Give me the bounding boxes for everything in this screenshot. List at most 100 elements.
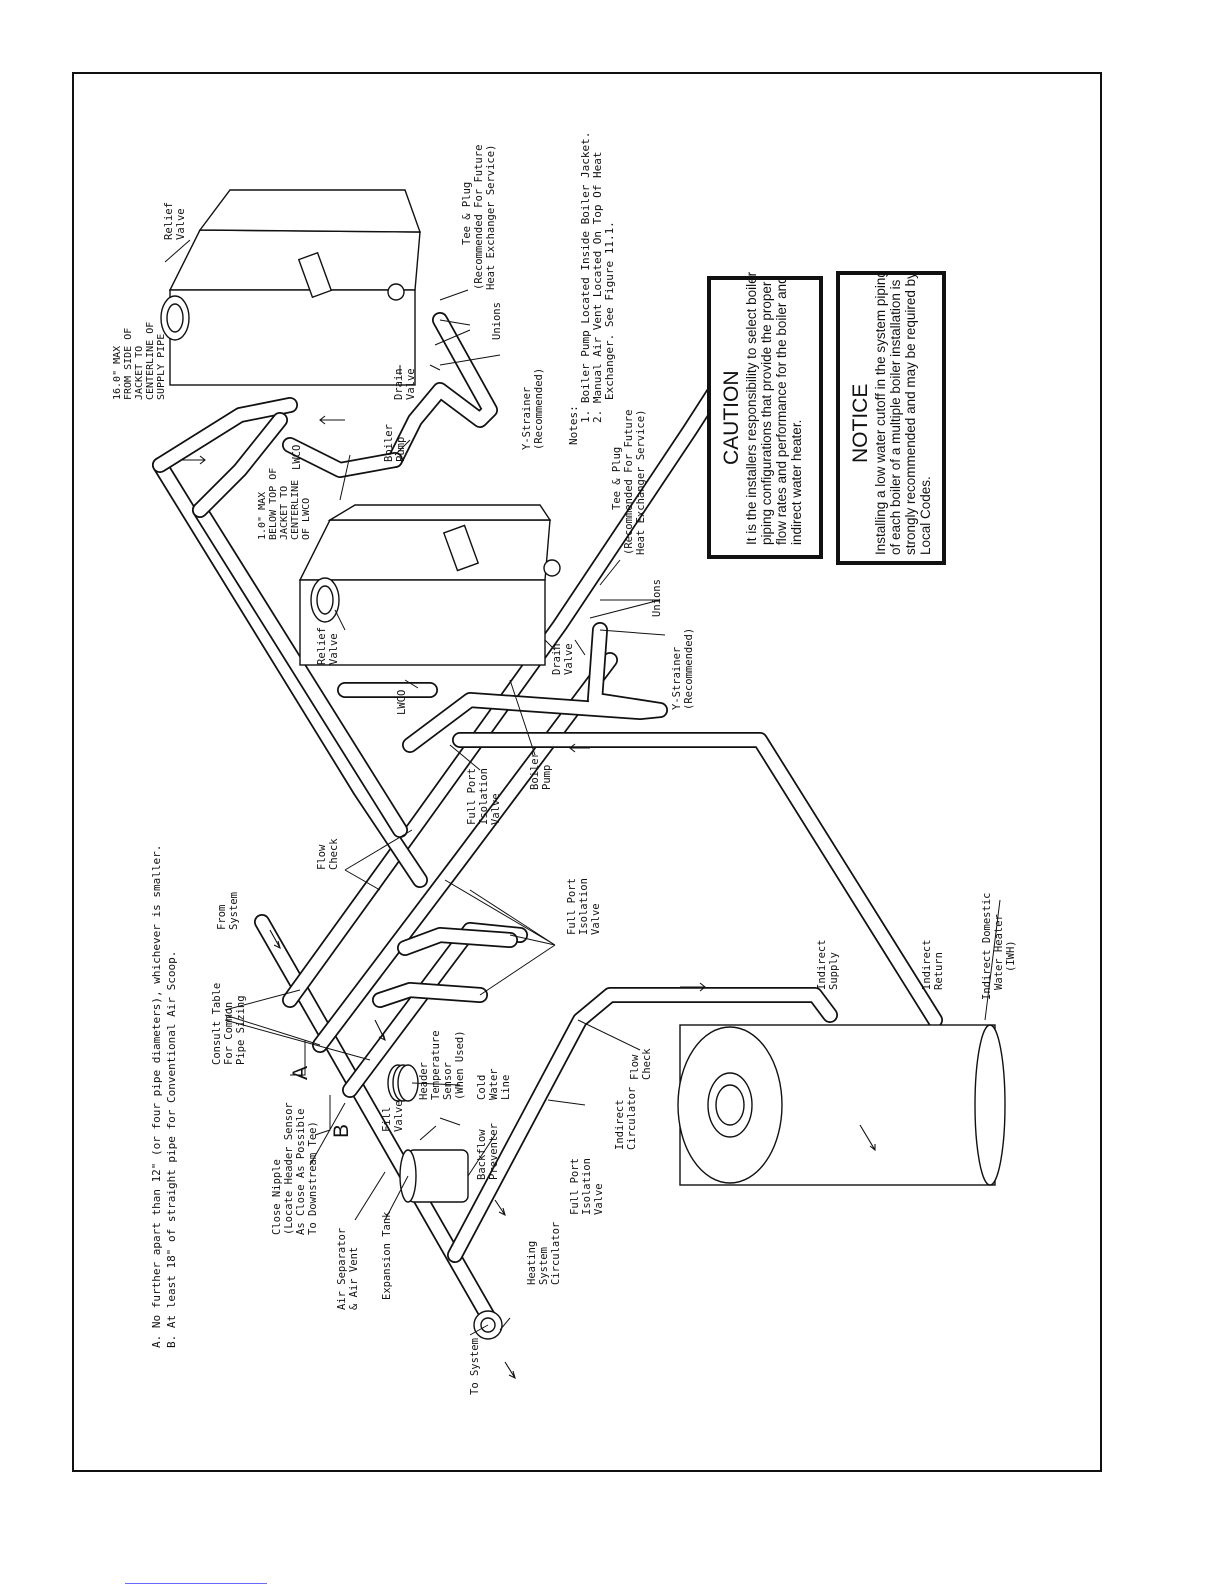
line: Valve — [490, 793, 502, 825]
line: Full Port — [566, 878, 578, 935]
line: To Downstream Tee) — [307, 1121, 319, 1235]
line: Check — [641, 1048, 653, 1080]
notice-line-2: of each boiler of a multiple boiler inst… — [888, 279, 903, 555]
note-1: 1. Boiler Pump Located Inside Boiler Jac… — [579, 132, 592, 423]
line: Air Separator — [336, 1228, 348, 1310]
expansion-tank — [399, 1149, 469, 1203]
lwco-1-label: LWCO — [291, 445, 303, 470]
line: Indirect — [816, 939, 828, 990]
notice-box: NOTICE Installing a low water cutoff in … — [836, 270, 946, 565]
line: CENTERLINE — [290, 480, 301, 540]
line: Isolation — [581, 1158, 593, 1215]
line: Supply — [828, 952, 840, 990]
to-system-label: To System — [469, 1338, 481, 1395]
label-full-port-isolation-2: Full Port Isolation Valve — [566, 878, 602, 935]
line: Circulator — [626, 1087, 638, 1150]
line: Water Heater — [993, 914, 1005, 990]
label-header-temp-sensor: Header Temperature Sensor (When Used) — [418, 1030, 466, 1100]
label-full-port-isolation-1: Full Port Isolation Valve — [466, 768, 502, 825]
label-iwh: Indirect Domestic Water Heater (IWH) — [981, 893, 1017, 1000]
line: Isolation — [478, 768, 490, 825]
line: Boiler — [529, 752, 541, 790]
line: Valve — [563, 643, 575, 675]
label-cold-water-line: Cold Water Line — [476, 1068, 512, 1100]
line: & Air Vent — [348, 1247, 360, 1310]
line: Valve — [590, 903, 602, 935]
label-fill-valve: Fill Valve — [381, 1100, 405, 1132]
label-drain-valve-2: Drain Valve — [551, 643, 575, 675]
label-dim-1-0: 1.0" MAX BELOW TOP OF JACKET TO CENTERLI… — [257, 468, 312, 540]
line: Drain — [393, 368, 405, 400]
line: Pipe Sizing — [235, 995, 247, 1065]
unions-2-label: Unions — [651, 579, 663, 617]
notice-line-3: strongly recommended and may be required… — [903, 272, 918, 555]
line: Indirect Domestic — [981, 893, 993, 1000]
line: BELOW TOP OF — [268, 468, 279, 540]
dim-a: A — [289, 1066, 312, 1080]
line: Drain — [551, 643, 563, 675]
header-temperature-sensor — [387, 1064, 419, 1102]
label-flow-check-2: Flow Check — [629, 1048, 653, 1080]
line: (Recommended For Future — [623, 410, 635, 555]
dim-b: B — [330, 1124, 353, 1138]
line: Cold — [476, 1075, 488, 1100]
notice-line-4: Local Codes. — [918, 476, 933, 555]
footer-link-underline — [125, 1583, 267, 1584]
line: (Recommended For Future — [473, 145, 485, 290]
label-expansion-tank: Expansion Tank — [381, 1211, 393, 1300]
label-indirect-circulator: Indirect Circulator — [614, 1087, 638, 1150]
line: JACKET TO — [279, 486, 290, 540]
line: Valve — [405, 368, 417, 400]
line: Heat Exchanger Service) — [485, 145, 497, 290]
label-from-system: From System — [216, 892, 240, 930]
line: Y-Strainer — [521, 387, 533, 450]
line: (Locate Header Sensor — [283, 1102, 295, 1235]
line: Water — [488, 1068, 500, 1100]
line: Valve — [593, 1183, 605, 1215]
line: CENTERLINE OF — [145, 322, 156, 400]
line: Full Port — [466, 768, 478, 825]
label-to-system: To System — [469, 1338, 481, 1395]
line: (Recommended) — [533, 368, 545, 450]
label-backflow-preventer: Backflow Preventer — [476, 1123, 500, 1180]
note-b: B. At least 18" of straight pipe for Con… — [165, 951, 178, 1348]
line: Relief — [163, 202, 175, 240]
line: JACKET TO — [134, 346, 145, 400]
caution-box: CAUTION It is the installers responsibil… — [707, 271, 823, 559]
line: Flow — [316, 844, 328, 870]
line: (IWH) — [1005, 940, 1017, 972]
boiler-1 — [160, 189, 421, 386]
line: Flow — [629, 1054, 641, 1080]
line: Valve — [328, 633, 340, 665]
label-air-separator: Air Separator & Air Vent — [336, 1228, 360, 1310]
line: Consult Table — [211, 983, 223, 1065]
caution-line-4: indirect water heater. — [789, 420, 804, 545]
notice-heading: NOTICE — [849, 384, 872, 463]
line: Indirect — [614, 1099, 626, 1150]
line: Backflow — [476, 1129, 488, 1180]
label-boiler-pump-2: Boiler Pump — [529, 752, 553, 790]
leader-lines — [164, 239, 1001, 1336]
caution-heading: CAUTION — [720, 371, 743, 466]
label-relief-valve-1: Relief Valve — [163, 202, 187, 240]
label-relief-valve-2: Relief Valve — [316, 627, 340, 665]
line: Temperature — [430, 1030, 442, 1100]
indirect-water-heater — [677, 1024, 1006, 1186]
line: Pump — [395, 437, 407, 462]
caution-line-3: flow rates and performance for the boile… — [774, 276, 789, 545]
line: OF LWCO — [301, 498, 312, 540]
line: From — [216, 905, 228, 930]
line: System — [538, 1247, 550, 1285]
line: Preventer — [488, 1123, 500, 1180]
line: Indirect — [921, 939, 933, 990]
line: 1.0" MAX — [257, 492, 268, 540]
line: Isolation — [578, 878, 590, 935]
line: Y-Strainer — [671, 647, 683, 710]
notice-line-1: Installing a low water cutoff in the sys… — [873, 270, 888, 555]
line: Full Port — [569, 1158, 581, 1215]
lwco-2-label: LWCO — [396, 690, 408, 715]
label-y-strainer-1: Y-Strainer (Recommended) — [521, 368, 545, 450]
drawing-frame — [72, 72, 1102, 1472]
line: Boiler — [383, 424, 395, 462]
label-tee-plug-1: Tee & Plug (Recommended For Future Heat … — [461, 145, 497, 290]
